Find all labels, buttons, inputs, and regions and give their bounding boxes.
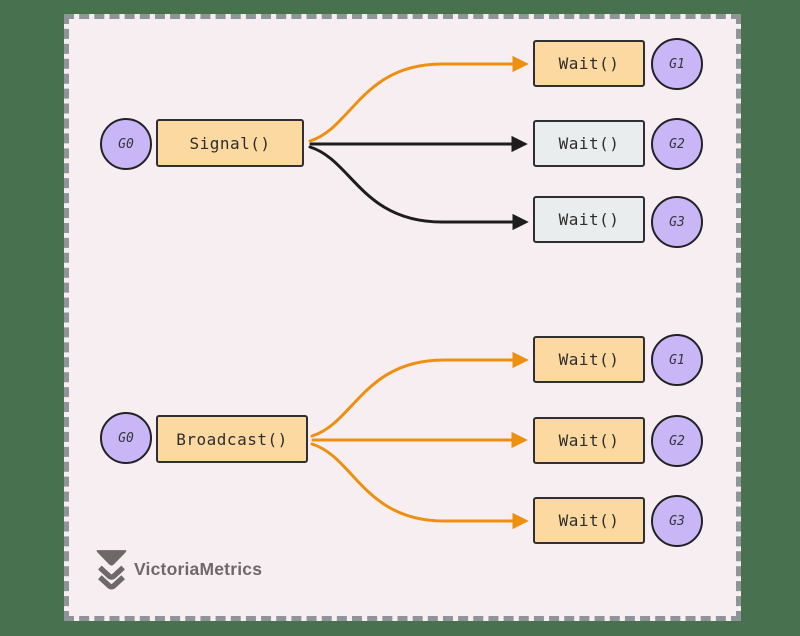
wait-label: Wait() [558,210,620,229]
goroutine-label: G1 [669,352,685,368]
wait-label: Wait() [558,134,620,153]
goroutine-label: G1 [669,56,685,72]
broadcast-wait-box-g2: Wait() [533,417,645,464]
victoriametrics-wordmark: VictoriaMetrics [134,559,263,579]
broadcast-method-box: Broadcast() [156,415,308,463]
wait-label: Wait() [558,54,620,73]
broadcast-waiter-goroutine-g3: G3 [651,495,703,547]
signal-wait-box-g1: Wait() [533,40,645,87]
wait-label: Wait() [558,431,620,450]
signal-waiter-goroutine-g3: G3 [651,196,703,248]
broadcast-waiter-goroutine-g2: G2 [651,415,703,467]
victoriametrics-logo: VictoriaMetrics [95,549,262,590]
signal-caller-goroutine: G0 [100,118,152,170]
broadcast-waiter-goroutine-g1: G1 [651,334,703,386]
signal-waiter-goroutine-g1: G1 [651,38,703,90]
signal-wait-box-g2: Wait() [533,120,645,167]
goroutine-label: G3 [669,214,685,230]
wait-label: Wait() [558,350,620,369]
broadcast-wait-box-g1: Wait() [533,336,645,383]
goroutine-label: G3 [669,513,685,529]
broadcast-wait-box-g3: Wait() [533,497,645,544]
broadcast-caller-goroutine: G0 [100,412,152,464]
signal-waiter-goroutine-g2: G2 [651,118,703,170]
goroutine-label: G0 [118,136,134,152]
method-label: Signal() [189,133,271,153]
goroutine-label: G0 [118,430,134,446]
wait-label: Wait() [558,511,620,530]
method-label: Broadcast() [176,429,288,449]
signal-method-box: Signal() [156,119,304,167]
goroutine-label: G2 [669,433,685,449]
signal-wait-box-g3: Wait() [533,196,645,243]
goroutine-label: G2 [669,136,685,152]
victoriametrics-icon [96,550,127,590]
